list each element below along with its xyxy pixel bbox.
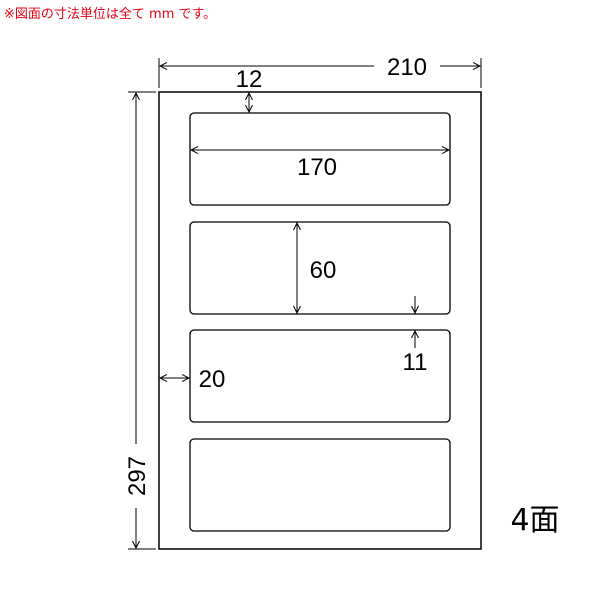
label-3 (189, 329, 451, 423)
sheet-width-label: 210 (387, 54, 427, 81)
label-2 (189, 221, 451, 315)
sheet-height-label: 297 (124, 456, 151, 496)
gap-label: 11 (403, 349, 428, 376)
label-count: 4面 (510, 503, 559, 538)
label-1 (189, 112, 451, 206)
label-width-label: 170 (297, 154, 337, 181)
label-4 (189, 438, 451, 532)
sheet-outline (158, 91, 482, 550)
label-height-label: 60 (310, 257, 337, 284)
unit-note: ※図面の寸法単位は全て mm です。 (4, 7, 217, 22)
left-margin-label: 20 (199, 366, 226, 393)
top-margin-label: 12 (236, 66, 263, 93)
